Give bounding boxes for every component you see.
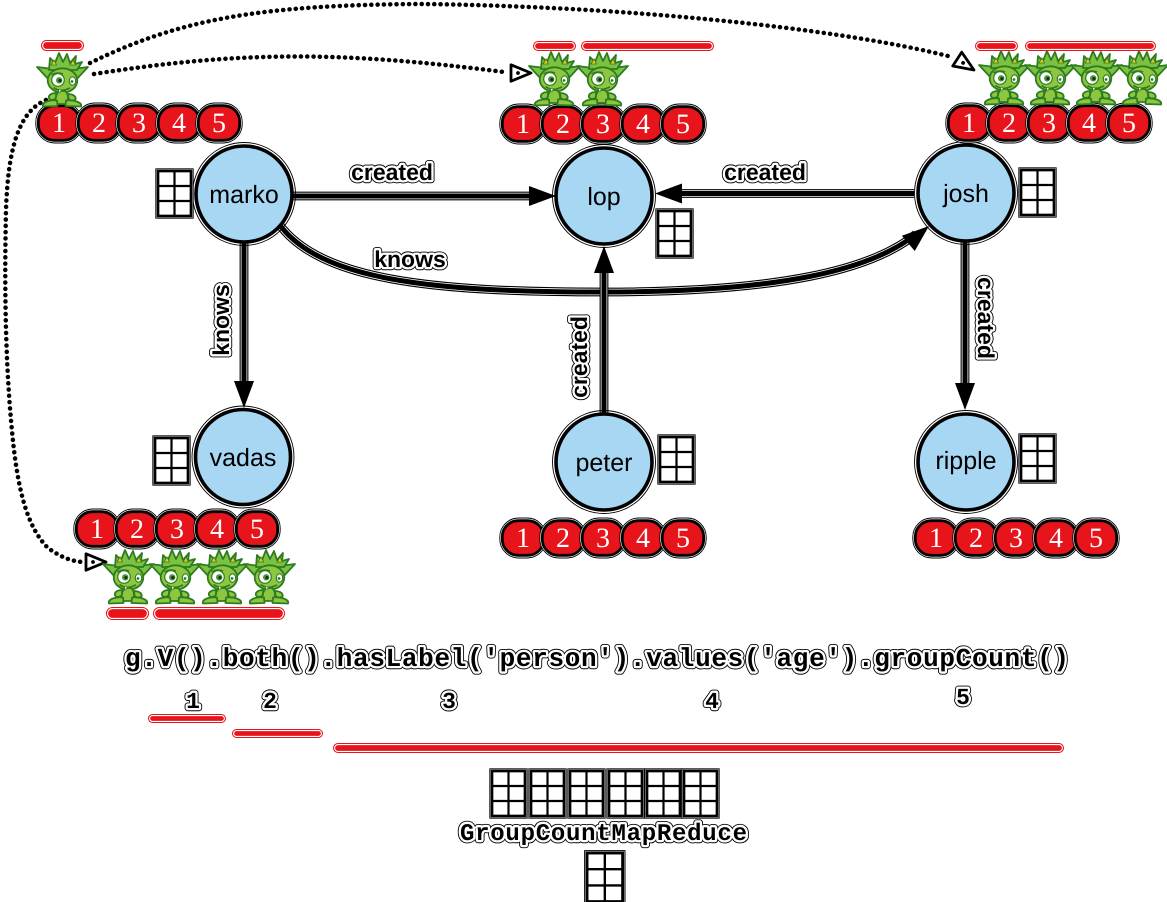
svg-text:GroupCountMapReduce: GroupCountMapReduce — [460, 821, 747, 848]
svg-text:created: created — [351, 159, 433, 185]
svg-text:GroupCountMapReduce: GroupCountMapReduce — [460, 821, 747, 848]
svg-text:g.V().both().hasLabel('person': g.V().both().hasLabel('person').values('… — [125, 644, 1069, 674]
svg-text:marko: marko — [209, 181, 278, 209]
svg-text:g.V().both().hasLabel('person': g.V().both().hasLabel('person').values('… — [125, 644, 1069, 674]
svg-text:created: created — [973, 277, 999, 359]
svg-text:5: 5 — [956, 685, 970, 711]
svg-text:2: 2 — [263, 689, 277, 715]
svg-text:1: 1 — [186, 689, 200, 715]
svg-text:peter: peter — [576, 449, 633, 477]
svg-text:josh: josh — [942, 180, 989, 208]
svg-text:5: 5 — [956, 685, 970, 711]
svg-text:4: 4 — [705, 689, 719, 715]
svg-text:3: 3 — [442, 689, 456, 715]
svg-text:4: 4 — [705, 689, 719, 715]
svg-text:created: created — [351, 159, 433, 185]
svg-text:knows: knows — [374, 246, 446, 272]
svg-text:ripple: ripple — [935, 447, 996, 475]
svg-text:3: 3 — [442, 689, 456, 715]
svg-text:created: created — [566, 316, 592, 398]
svg-text:knows: knows — [374, 246, 446, 272]
svg-text:created: created — [973, 277, 999, 359]
svg-text:1: 1 — [186, 689, 200, 715]
svg-text:created: created — [724, 159, 806, 185]
svg-text:knows: knows — [208, 284, 234, 356]
svg-text:2: 2 — [263, 689, 277, 715]
svg-text:vadas: vadas — [210, 444, 277, 472]
svg-text:created: created — [724, 159, 806, 185]
svg-text:knows: knows — [208, 284, 234, 356]
svg-text:created: created — [566, 316, 592, 398]
svg-text:lop: lop — [587, 183, 620, 211]
